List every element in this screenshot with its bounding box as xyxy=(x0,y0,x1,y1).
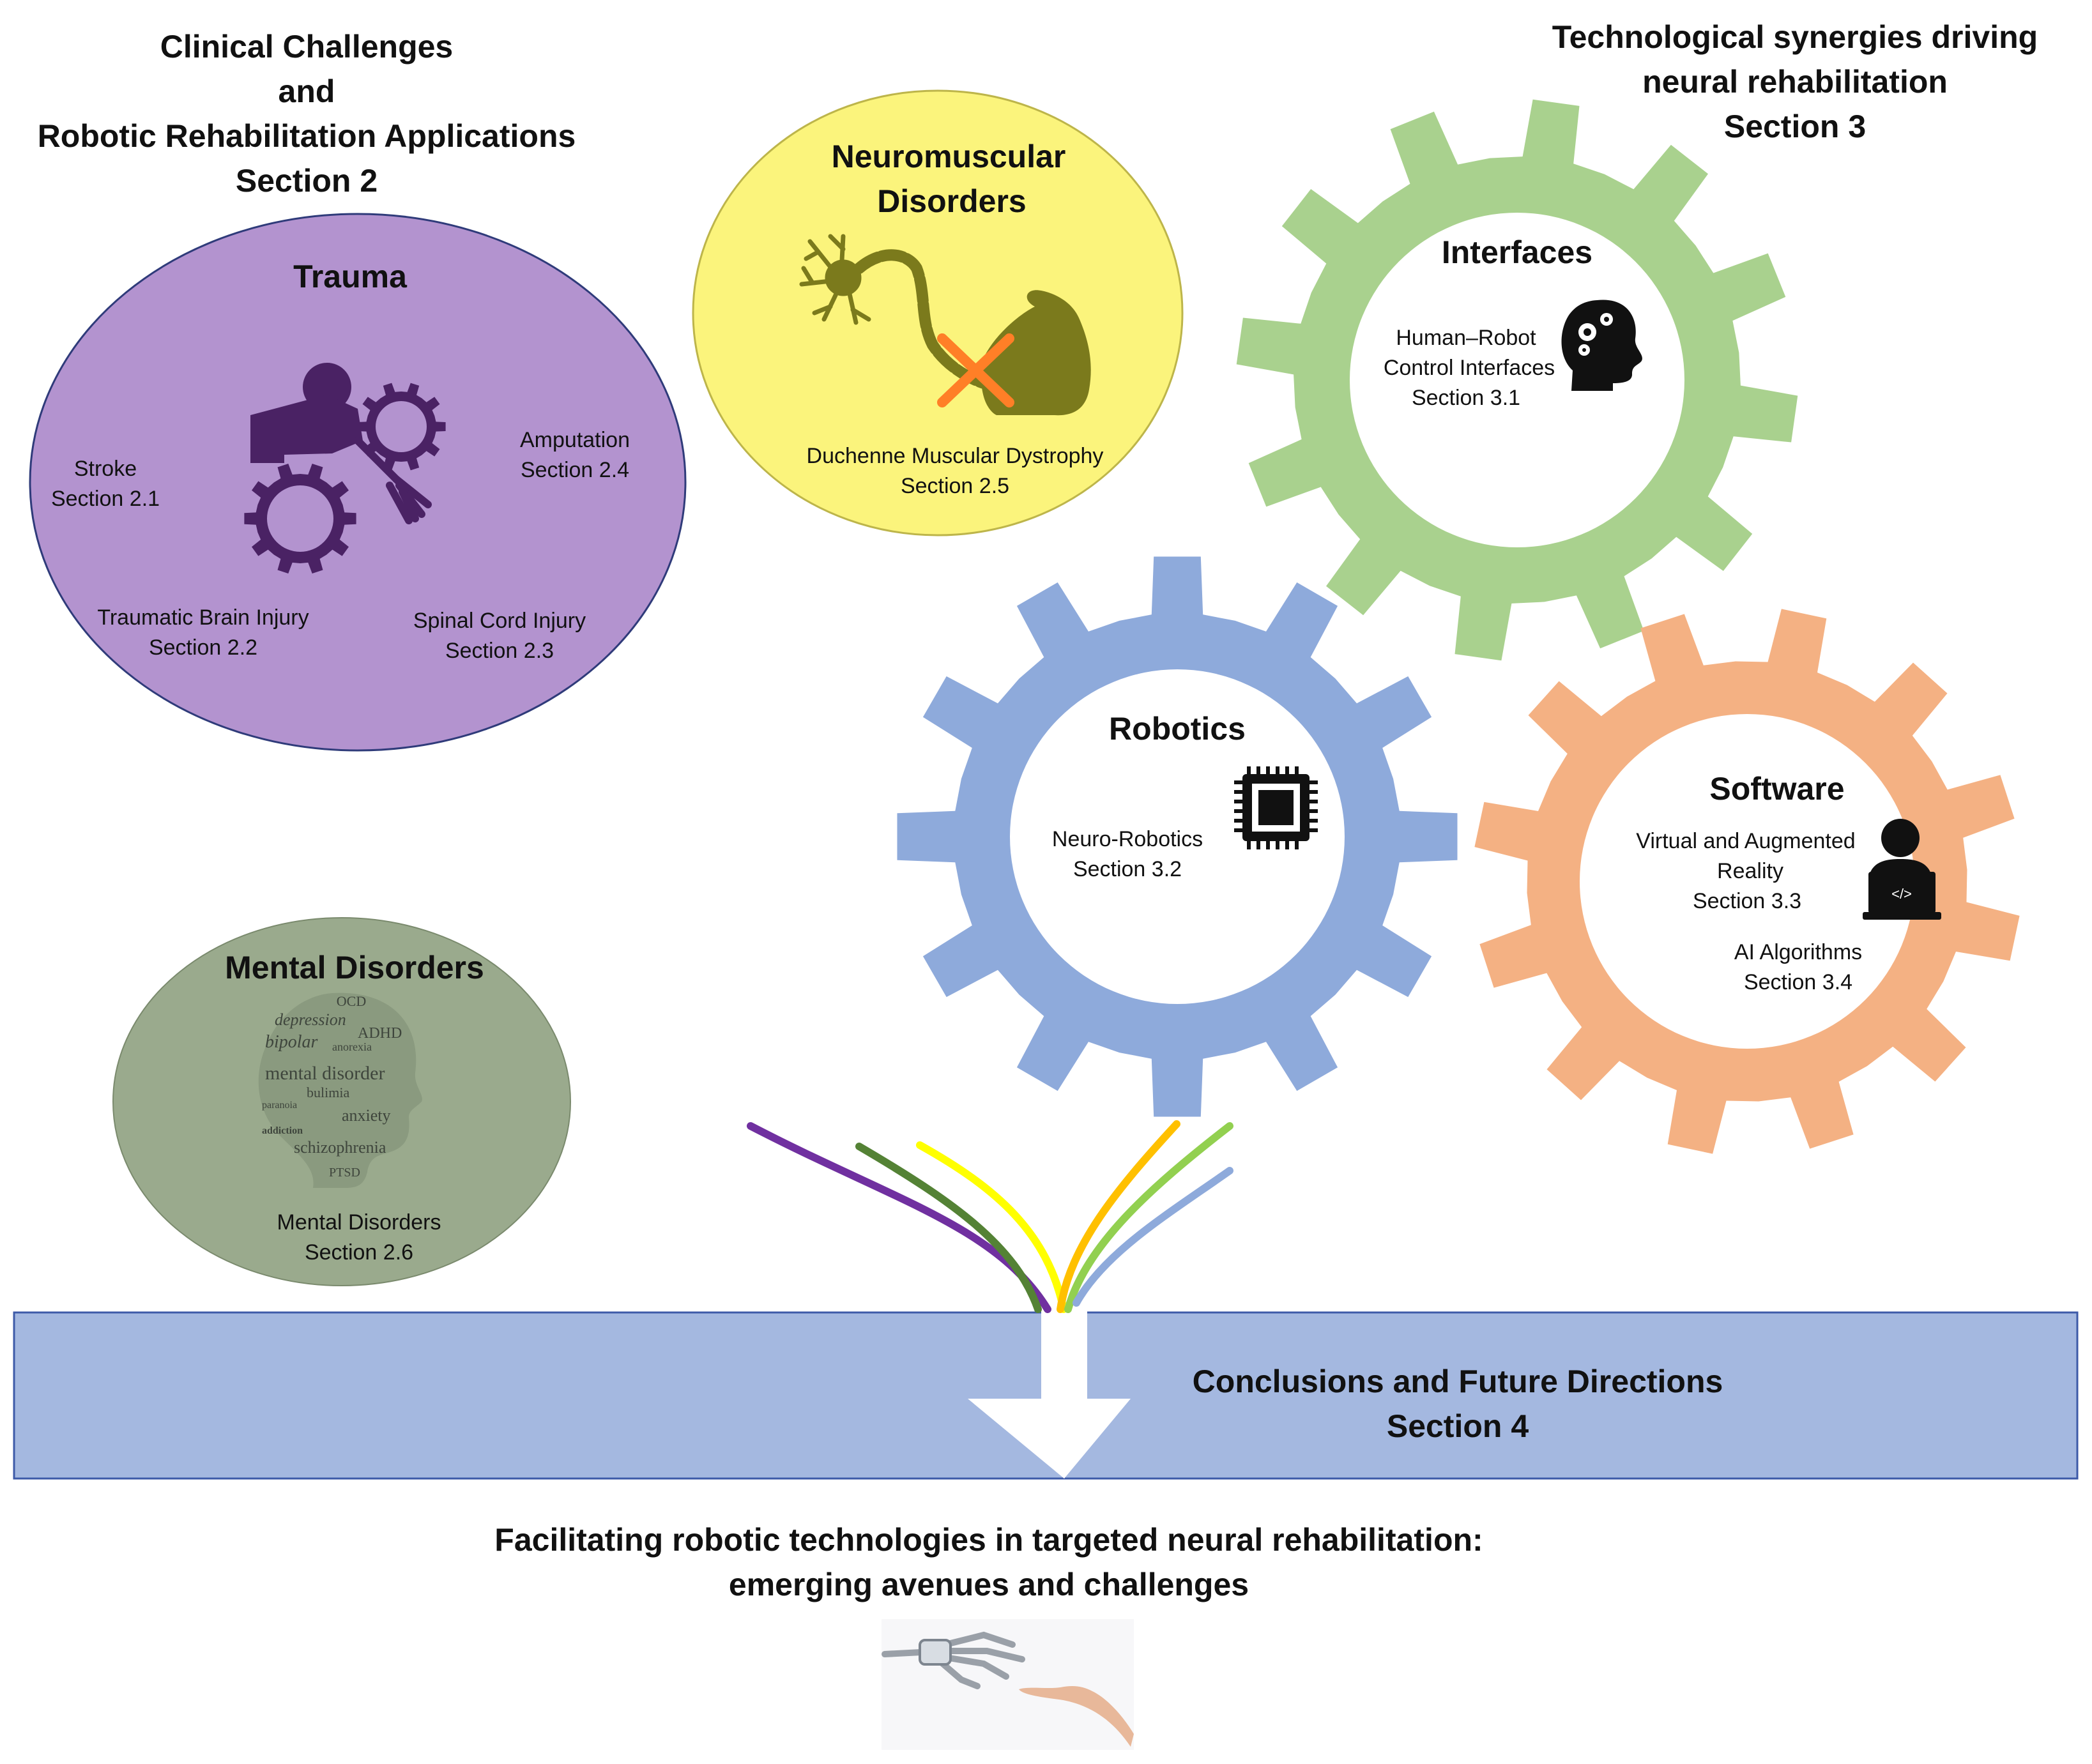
chip-icon xyxy=(1234,766,1318,849)
robotics-title: Robotics xyxy=(1109,711,1246,747)
interfaces-item-line1: Human–Robot xyxy=(1396,326,1536,350)
stroke-label: Stroke xyxy=(74,457,137,481)
neuromuscular-title-line1: Neuromuscular xyxy=(832,139,1066,174)
word-mental-disorder: mental disorder xyxy=(265,1063,385,1084)
cross-mark-icon xyxy=(937,333,1014,407)
svg-text:</>: </> xyxy=(1891,886,1912,902)
robotics-gear: Robotics Neuro-Robotics Section 3.2 xyxy=(897,556,1458,1117)
flow-line-neuromuscular xyxy=(916,1141,1067,1313)
footer-line1: Facilitating robotic technologies in tar… xyxy=(494,1522,1483,1558)
tech-header-line1: Technological synergies driving xyxy=(1552,19,2038,55)
interfaces-item-line2: Control Interfaces xyxy=(1384,356,1555,380)
clinical-header-line3: Robotic Rehabilitation Applications xyxy=(38,118,576,154)
word-ptsd: PTSD xyxy=(329,1166,360,1180)
tbi-section: Section 2.2 xyxy=(149,635,257,660)
flow-line-interfaces xyxy=(1064,1122,1233,1313)
stroke-section: Section 2.1 xyxy=(51,487,160,511)
word-anxiety: anxiety xyxy=(342,1106,391,1125)
dmd-label: Duchenne Muscular Dystrophy xyxy=(807,444,1104,468)
clinical-header-line1: Clinical Challenges xyxy=(160,29,453,65)
word-schizophrenia: schizophrenia xyxy=(294,1138,386,1157)
amputation-label: Amputation xyxy=(520,428,630,452)
word-paranoia: paranoia xyxy=(262,1100,297,1111)
word-ocd: OCD xyxy=(337,993,366,1009)
robotics-item-line2: Section 3.2 xyxy=(1073,857,1182,881)
software-item1-line1: Virtual and Augmented xyxy=(1636,829,1855,853)
footer: Facilitating robotic technologies in tar… xyxy=(494,1522,1483,1750)
interfaces-title: Interfaces xyxy=(1442,234,1592,270)
flow-line-robotics xyxy=(1057,1120,1180,1313)
word-bulimia: bulimia xyxy=(307,1084,349,1100)
head-gears-icon xyxy=(1561,300,1642,391)
tech-header-line2: neural rehabilitation xyxy=(1642,64,1948,100)
robotics-item-line1: Neuro-Robotics xyxy=(1052,827,1203,851)
tech-header: Technological synergies driving neural r… xyxy=(1552,19,2038,144)
software-item1-line2: Reality xyxy=(1717,859,1783,883)
coder-laptop-icon: </> xyxy=(1863,819,1941,920)
tech-header-line3: Section 3 xyxy=(1724,109,1866,144)
amputation-section: Section 2.4 xyxy=(521,458,629,482)
conclusions-line2: Section 4 xyxy=(1387,1408,1529,1444)
flow-line-mental xyxy=(855,1143,1042,1313)
robotics-gear-hole xyxy=(1010,669,1345,1004)
head-word-cloud-icon: OCD depression bipolar ADHD anorexia men… xyxy=(258,992,422,1188)
dmd-section: Section 2.5 xyxy=(901,474,1009,498)
mental-item-section: Section 2.6 xyxy=(305,1240,413,1265)
robot-human-hands-icon xyxy=(882,1619,1134,1750)
trauma-group: Trauma Stroke Section 2.1 Amputation Sec… xyxy=(29,213,687,752)
mental-group: Mental Disorders OCD depression bipolar … xyxy=(112,917,571,1286)
flow-line-software xyxy=(1073,1167,1233,1307)
flow-line-trauma xyxy=(747,1122,1051,1313)
mental-title: Mental Disorders xyxy=(225,950,484,985)
interfaces-gear-hole xyxy=(1350,213,1684,547)
interfaces-gear: Interfaces Human–Robot Control Interface… xyxy=(1236,99,1798,661)
software-item2-line2: Section 3.4 xyxy=(1744,970,1852,994)
sci-section: Section 2.3 xyxy=(445,639,554,663)
clinical-header: Clinical Challenges and Robotic Rehabili… xyxy=(38,29,576,199)
gears-person-icon xyxy=(244,363,446,574)
neuromuscular-title-line2: Disorders xyxy=(877,183,1026,219)
interfaces-item-line3: Section 3.1 xyxy=(1412,386,1520,410)
muscle-arm-icon xyxy=(981,290,1091,416)
software-item2-line1: AI Algorithms xyxy=(1734,940,1862,964)
conclusions-band: Conclusions and Future Directions Sectio… xyxy=(13,1311,2079,1480)
word-addiction: addiction xyxy=(262,1125,303,1136)
clinical-header-line4: Section 2 xyxy=(236,163,378,199)
trauma-ellipse xyxy=(29,213,687,752)
word-adhd: ADHD xyxy=(358,1025,402,1042)
down-arrow-icon xyxy=(968,1311,1131,1479)
word-anorexia: anorexia xyxy=(332,1040,372,1053)
footer-line2: emerging avenues and challenges xyxy=(729,1567,1249,1602)
software-item1-line3: Section 3.3 xyxy=(1693,889,1801,913)
mental-item-label: Mental Disorders xyxy=(277,1210,441,1235)
software-gear-hole xyxy=(1580,714,1914,1049)
flow-lines xyxy=(747,1120,1233,1313)
neuron-icon xyxy=(799,234,989,389)
neuromuscular-group: Neuromuscular Disorders Duchenne Muscula… xyxy=(692,89,1184,536)
trauma-title: Trauma xyxy=(293,259,408,294)
word-bipolar: bipolar xyxy=(265,1032,318,1052)
software-gear: Software Virtual and Augmented Reality S… xyxy=(1474,609,2020,1154)
tbi-label: Traumatic Brain Injury xyxy=(97,605,309,630)
word-depression: depression xyxy=(275,1010,346,1029)
sci-label: Spinal Cord Injury xyxy=(413,609,586,633)
software-title: Software xyxy=(1709,771,1844,807)
neuromuscular-ellipse xyxy=(692,89,1184,536)
conclusions-line1: Conclusions and Future Directions xyxy=(1193,1364,1723,1399)
clinical-header-line2: and xyxy=(279,73,335,109)
